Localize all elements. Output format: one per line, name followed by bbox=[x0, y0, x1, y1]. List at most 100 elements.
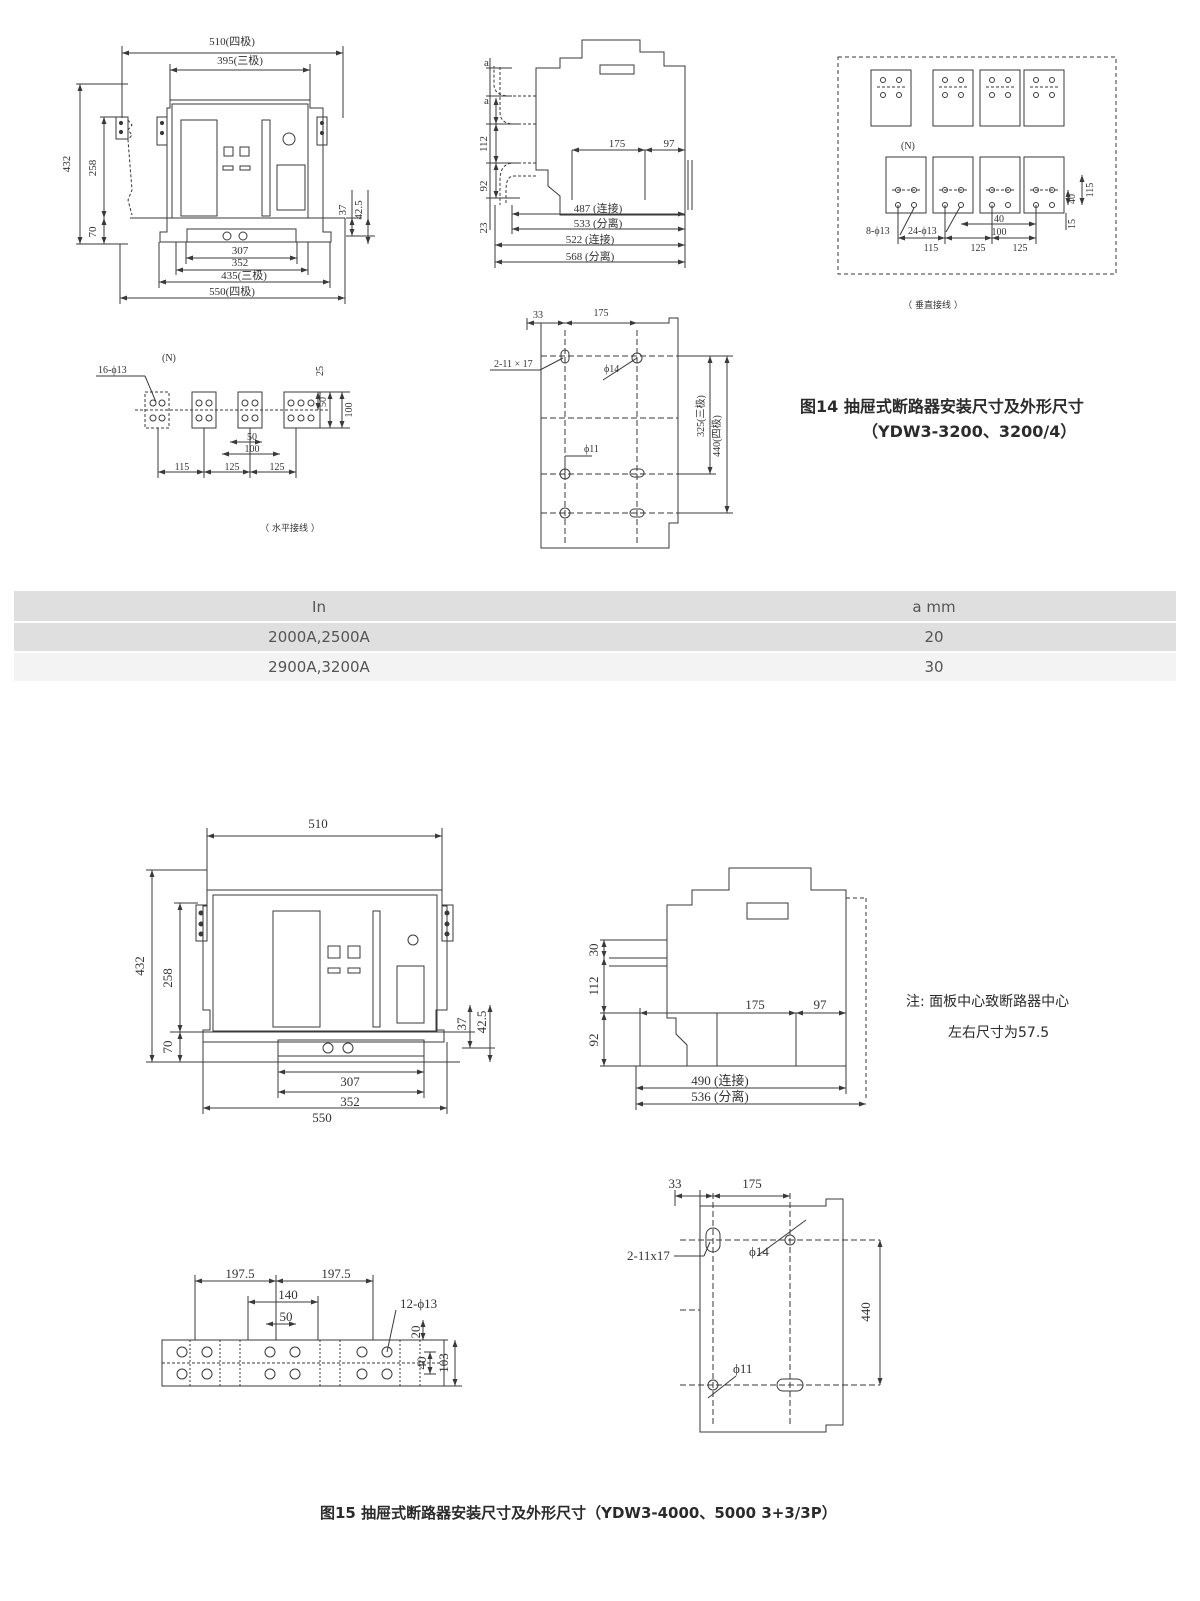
dim-label: 432 bbox=[132, 956, 147, 976]
dim-label: 42.5 bbox=[474, 1011, 489, 1034]
fig14-caption-line2: （YDW3-3200、3200/4） bbox=[862, 422, 1077, 441]
dim-label: 258 bbox=[87, 159, 99, 176]
table-row: 2000A,2500A 20 bbox=[14, 621, 1176, 651]
dim-label: a bbox=[484, 95, 489, 107]
fig14-caption-line1: 图14 抽屉式断路器安装尺寸及外形尺寸 bbox=[800, 397, 1084, 416]
dim-label: 112 bbox=[478, 136, 490, 152]
table-divider bbox=[14, 651, 1176, 653]
table-header-row: In a mm bbox=[14, 591, 1176, 621]
dim-label: 24-ϕ13 bbox=[908, 226, 937, 237]
table-cell: 2900A,3200A bbox=[268, 658, 370, 676]
dim-label: 522 (连接) bbox=[566, 233, 615, 246]
dim-label: 125 bbox=[971, 243, 986, 254]
dim-label: 70 bbox=[87, 226, 99, 238]
dim-label: 16-ϕ13 bbox=[98, 365, 127, 376]
dim-label: 40 bbox=[414, 1357, 429, 1370]
fig14-side-view: a a 112 92 23 175 97 487 (连接) 533 (分离) 5… bbox=[478, 39, 693, 268]
dim-label: (N) bbox=[901, 141, 915, 152]
dim-label: 307 bbox=[232, 245, 249, 257]
dim-label: 103 bbox=[436, 1353, 451, 1373]
dim-label: ϕ14 bbox=[749, 1244, 769, 1259]
dim-label: 97 bbox=[664, 138, 676, 150]
dim-label: 125 bbox=[1013, 243, 1028, 254]
dim-label: 395(三极) bbox=[217, 53, 263, 67]
dim-label: 487 (连接) bbox=[574, 202, 623, 215]
dim-label: 258 bbox=[160, 968, 175, 988]
dim-label: 510(四极) bbox=[209, 34, 255, 48]
dim-label: 352 bbox=[340, 1094, 360, 1109]
dim-label: 435(三极) bbox=[221, 268, 267, 282]
dim-label: 33 bbox=[533, 310, 543, 321]
dim-label: 125 bbox=[225, 462, 240, 473]
dim-label: 37 bbox=[454, 1017, 469, 1031]
table-header-a: a mm bbox=[912, 598, 956, 616]
dim-label: 440 bbox=[858, 1302, 873, 1322]
dim-label: 197.5 bbox=[225, 1266, 254, 1281]
dim-label: 175 bbox=[594, 308, 609, 319]
fig14-vertical-wiring: (N) 8-ϕ13 24-ϕ13 40 100 115 125 125 40 1… bbox=[837, 56, 1117, 311]
fig15-caption: 图15 抽屉式断路器安装尺寸及外形尺寸（YDW3-4000、5000 3+3/3… bbox=[320, 1504, 837, 1522]
fig14-front-view: 510(四极) 395(三极) 432 258 70 37 42.5 307 3… bbox=[61, 34, 375, 304]
dim-label: (N) bbox=[162, 353, 176, 364]
dim-label: 568 (分离) bbox=[566, 249, 615, 263]
dim-label: 115 bbox=[1085, 183, 1096, 198]
dim-label: 325(三极) bbox=[694, 395, 707, 437]
dim-label: 432 bbox=[61, 156, 73, 173]
dim-label: 40 bbox=[994, 214, 1004, 225]
dim-label: 2-11 × 17 bbox=[494, 359, 533, 370]
dim-label: 175 bbox=[609, 138, 626, 150]
dim-label: 42.5 bbox=[353, 200, 365, 220]
dim-label: 440(四极) bbox=[710, 415, 723, 457]
dim-label: 550 bbox=[312, 1110, 332, 1125]
dim-label: 23 bbox=[478, 222, 490, 234]
dim-label: 175 bbox=[745, 997, 765, 1012]
dim-label: 112 bbox=[586, 976, 601, 995]
dim-label: 20 bbox=[408, 1326, 423, 1339]
diagram-label: （ 水平接线 ） bbox=[260, 522, 320, 534]
dim-label: a bbox=[484, 57, 489, 69]
dim-label: 25 bbox=[315, 366, 326, 376]
fig15-busbar: 197.5 197.5 140 50 12-ϕ13 20 40 103 bbox=[161, 1266, 462, 1387]
dim-label: 550(四极) bbox=[209, 284, 255, 298]
dim-label: 12-ϕ13 bbox=[400, 1296, 437, 1311]
dim-label: 352 bbox=[232, 257, 249, 269]
dim-label: 115 bbox=[175, 462, 190, 473]
fig14-mounting-plate: 33 175 2-11 × 17 ϕ14 ϕ11 325(三极) 440(四极) bbox=[490, 308, 733, 549]
dim-label: 140 bbox=[278, 1287, 298, 1302]
fig14-horizontal-wiring: (N) 16-ϕ13 25 50 100 50 100 115 125 125 … bbox=[96, 353, 355, 534]
dim-label: 197.5 bbox=[321, 1266, 350, 1281]
dim-label: 50 bbox=[318, 397, 329, 407]
table-cell: 2000A,2500A bbox=[268, 628, 370, 646]
fig15-note-line1: 注: 面板中心致断路器中心 bbox=[906, 994, 1070, 1010]
table-cell: 30 bbox=[924, 658, 944, 676]
dim-label: 37 bbox=[337, 204, 349, 216]
dim-label: 50 bbox=[247, 432, 257, 443]
dim-label: 307 bbox=[340, 1074, 360, 1089]
table-row: 2900A,3200A 30 bbox=[14, 651, 1176, 681]
dim-label: 125 bbox=[270, 462, 285, 473]
dim-label: 2-11x17 bbox=[627, 1248, 670, 1263]
dim-label: 92 bbox=[478, 181, 490, 192]
dim-label: 100 bbox=[245, 444, 260, 455]
fig15-note-line2: 左右尺寸为57.5 bbox=[948, 1025, 1050, 1041]
dim-label: 70 bbox=[160, 1041, 175, 1054]
fig15-mounting-plate: 33 175 2-11x17 ϕ14 ϕ11 440 bbox=[627, 1176, 883, 1433]
fig15-front-view: 510 432 258 70 37 42.5 307 352 550 bbox=[132, 816, 495, 1125]
dim-label: 510 bbox=[308, 816, 328, 831]
table-cell: 20 bbox=[924, 628, 944, 646]
dim-label: 175 bbox=[742, 1176, 762, 1191]
dim-label: ϕ11 bbox=[733, 1361, 752, 1376]
rating-table: In a mm 2000A,2500A 20 2900A,3200A 30 bbox=[14, 591, 1176, 681]
dim-label: 100 bbox=[992, 227, 1007, 238]
dim-label: 30 bbox=[586, 944, 601, 957]
diagram-label: （ 垂直接线 ） bbox=[903, 299, 963, 311]
dim-label: 50 bbox=[280, 1309, 293, 1324]
dim-label: 92 bbox=[586, 1034, 601, 1047]
dim-label: ϕ11 bbox=[584, 444, 599, 455]
dim-label: 15 bbox=[1067, 219, 1078, 229]
dim-label: 97 bbox=[814, 997, 828, 1012]
dim-label: ϕ14 bbox=[604, 364, 619, 375]
fig15-side-view: 30 112 92 175 97 490 (连接) 536 (分离) bbox=[586, 867, 867, 1110]
dim-label: 533 (分离) bbox=[574, 216, 623, 230]
